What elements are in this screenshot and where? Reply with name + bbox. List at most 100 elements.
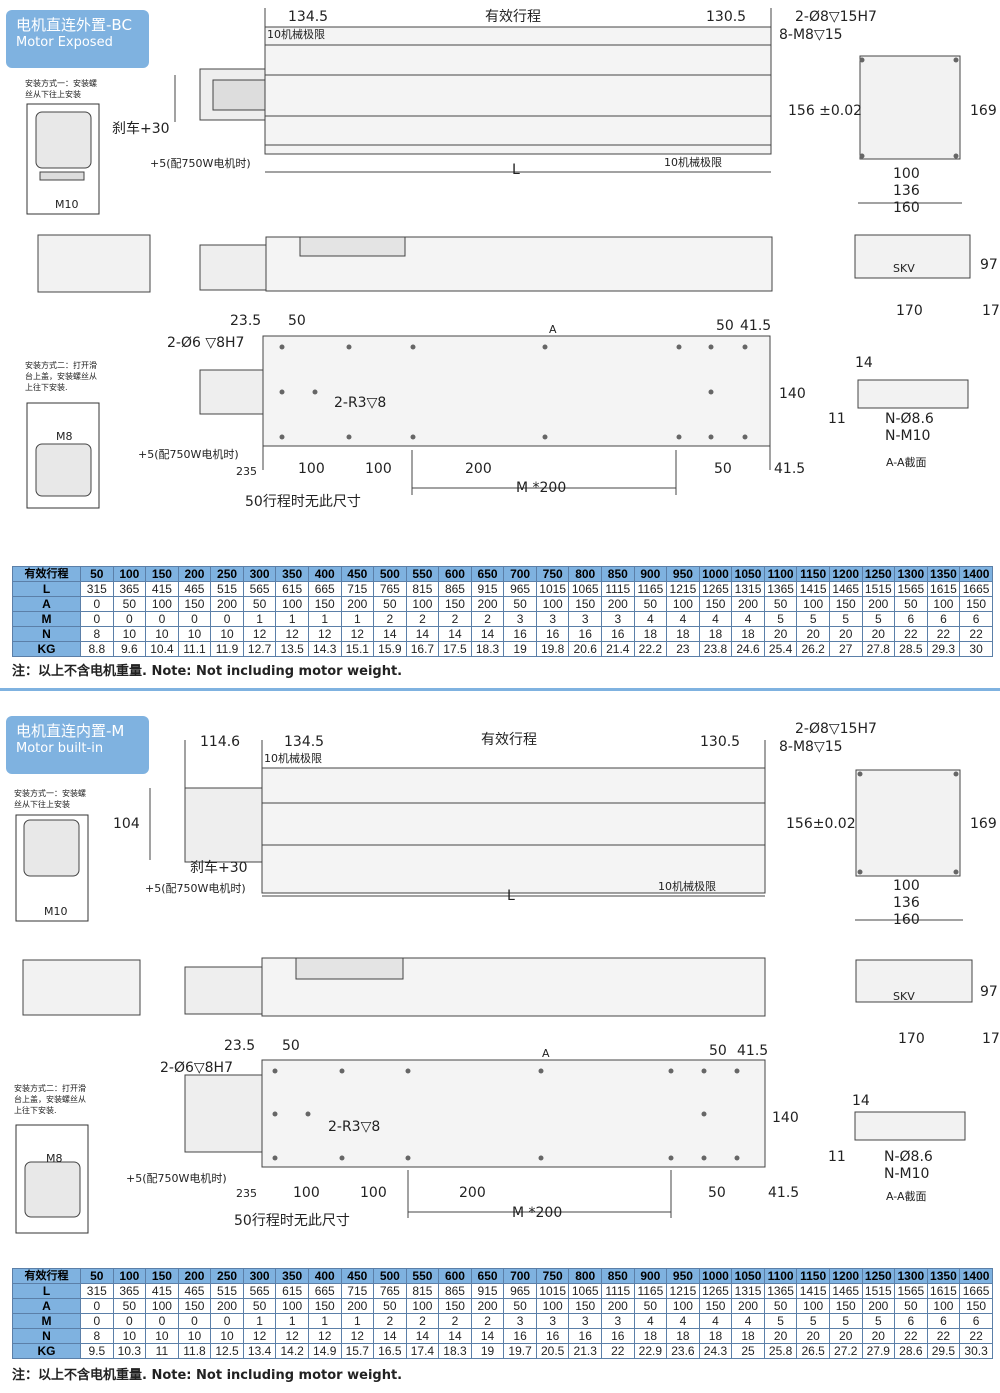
table-cell: 16 [503, 626, 537, 642]
table-cell: 1565 [894, 581, 928, 597]
section-title-cn: 电机直连内置-M [16, 722, 125, 740]
table-cell: 21.3 [568, 1343, 602, 1359]
table-cell: 915 [470, 581, 505, 597]
table-cell: 465 [177, 581, 212, 597]
dim-50-top: 50 [282, 1038, 300, 1054]
table-cell: 16 [568, 1328, 602, 1344]
dim-41-5-top: 41.5 [740, 318, 771, 334]
table-cell: 14 [438, 626, 472, 642]
table-cell: 16 [503, 1328, 537, 1344]
table-cell: 15.9 [373, 641, 407, 657]
table-cell: 1115 [601, 581, 635, 597]
dim-hole-b: 8-M8▽15 [779, 739, 843, 755]
dim-136: 136 [893, 895, 920, 911]
table-cell: 11.8 [177, 1343, 212, 1359]
table-cell: 150 [828, 596, 863, 612]
table-cell: 6 [926, 611, 961, 627]
table-cell: 150 [307, 596, 342, 612]
limit-label-top: 10机械极限 [267, 27, 325, 41]
section-mark-a-top: A [542, 1047, 550, 1060]
table-cell: 10 [145, 626, 179, 642]
table-cell: 4 [698, 611, 733, 627]
table-header-cell: 750 [535, 1268, 570, 1284]
table-cell: 565 [242, 581, 277, 597]
dim-11: 11 [828, 411, 846, 427]
dim-170: 170 [896, 303, 923, 319]
table-header-label: 有效行程 [12, 1268, 81, 1284]
table-header-cell: 50 [80, 1268, 114, 1284]
table-header-cell: 100 [112, 1268, 147, 1284]
dim-140: 140 [772, 1110, 799, 1126]
table-cell: 150 [568, 1298, 602, 1314]
table-cell: 100 [796, 1298, 830, 1314]
table-cell: 11 [145, 1343, 179, 1359]
table-cell: 100 [796, 596, 830, 612]
table-cell: 18 [666, 1328, 700, 1344]
table-cell: 14 [470, 1328, 505, 1344]
dim-156: 156±0.02 [786, 816, 856, 832]
table-cell: 4 [633, 1313, 668, 1329]
table-cell: 1 [307, 1313, 342, 1329]
limit-label-bottom: 10机械极限 [664, 155, 722, 169]
table-header-cell: 50 [80, 566, 114, 582]
table-cell: 100 [666, 1298, 700, 1314]
table-header-cell: 200 [177, 566, 212, 582]
table-cell: 5 [828, 611, 863, 627]
table-cell: 18 [666, 626, 700, 642]
table-cell: 4 [731, 1313, 765, 1329]
table-cell: 100 [926, 596, 961, 612]
table-cell: 20 [828, 626, 863, 642]
table-cell: 19.7 [503, 1343, 537, 1359]
table-cell: 150 [307, 1298, 342, 1314]
table-header-cell: 550 [405, 566, 440, 582]
table-cell: 1415 [796, 1283, 830, 1299]
table-cell: 1215 [666, 1283, 700, 1299]
table-cell: 0 [112, 1313, 147, 1329]
weight-note: 注：以上不含电机重量. Note: Not including motor we… [12, 664, 403, 679]
table-cell: 100 [145, 596, 179, 612]
table-cell: 200 [210, 1298, 244, 1314]
table-header-cell: 1250 [861, 566, 896, 582]
table-cell: 12 [242, 1328, 277, 1344]
table-cell: 1265 [698, 581, 733, 597]
table-cell: 14 [405, 1328, 440, 1344]
table-cell: 50 [633, 596, 668, 612]
table-cell: 16 [601, 626, 635, 642]
table-cell: 2 [438, 1313, 472, 1329]
table-cell: 200 [731, 596, 765, 612]
table-cell: 0 [145, 1313, 179, 1329]
table-cell: 50 [242, 1298, 277, 1314]
section-title-en: Motor Exposed [16, 35, 113, 50]
dim-97: 97 [980, 257, 998, 273]
dim-17: 17 [982, 303, 1000, 319]
table-cell: 1065 [568, 1283, 602, 1299]
table-row-header: KG [12, 641, 81, 657]
dim-L: L [512, 162, 520, 178]
table-cell: 28.5 [894, 641, 928, 657]
table-cell: 22 [926, 1328, 961, 1344]
dim-41-5-bottom: 41.5 [768, 1185, 799, 1201]
table-cell: 0 [177, 611, 212, 627]
table-header-cell: 850 [601, 566, 635, 582]
table-header-cell: 1000 [698, 1268, 733, 1284]
table-header-cell: 1150 [796, 566, 830, 582]
table-cell: 1415 [796, 581, 830, 597]
table-cell: 315 [80, 581, 114, 597]
table-cell: 2 [405, 1313, 440, 1329]
table-cell: 16 [535, 626, 570, 642]
mount-method-1-text: 安装方式一：安装螺丝从下往上安装 [25, 79, 97, 99]
section-motor-exposed: 电机直连外置-BC Motor Exposed [0, 0, 1000, 690]
table-cell: 12 [307, 1328, 342, 1344]
dim-14: 14 [852, 1093, 870, 1109]
table-cell: 15.7 [340, 1343, 375, 1359]
table-cell: 1 [242, 1313, 277, 1329]
table-cell: 0 [145, 611, 179, 627]
table-header-cell: 100 [112, 566, 147, 582]
table-cell: 21.4 [601, 641, 635, 657]
table-cell: 1465 [828, 1283, 863, 1299]
table-cell: 4 [666, 611, 700, 627]
table-cell: 16 [601, 1328, 635, 1344]
dim-14: 14 [855, 355, 873, 371]
